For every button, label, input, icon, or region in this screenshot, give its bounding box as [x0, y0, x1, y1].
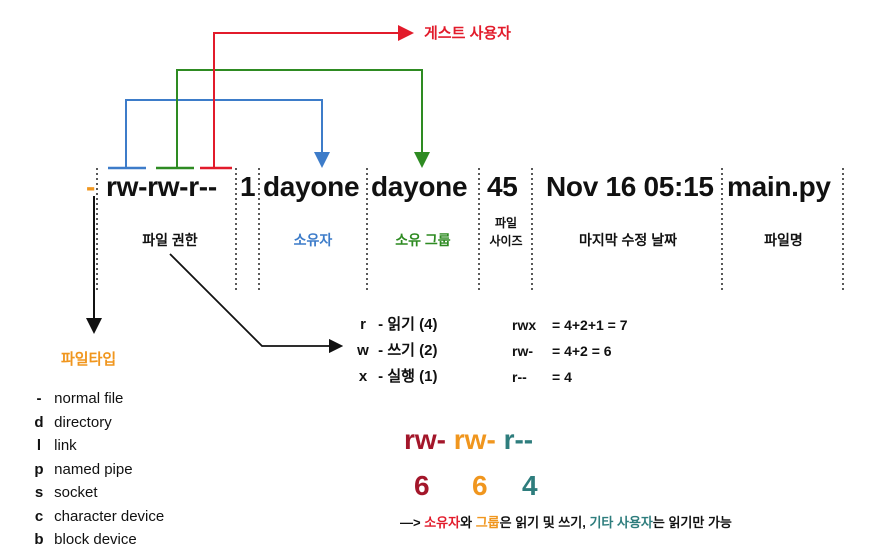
filetype-item: l link — [36, 437, 77, 454]
label-size-line2: 사이즈 — [489, 234, 523, 248]
perm-meaning-item: r - 읽기 (4) — [360, 316, 438, 333]
explain-others: 기타 사용자 — [589, 515, 653, 530]
perm-sum-item: rw-= 4+2 = 6 — [512, 343, 612, 359]
example-part-owner: rw- — [404, 424, 446, 455]
owner-name: dayone — [263, 171, 360, 202]
example-part-others: r-- — [503, 424, 534, 455]
example-digits: 6 6 4 — [414, 470, 538, 502]
label-size: 파일 사이즈 — [482, 214, 530, 250]
perm-sum-list: rwx= 4+2+1 = 7 rw-= 4+2 = 6 r--= 4 — [512, 312, 628, 390]
label-filename: 파일명 — [764, 232, 803, 248]
label-group: 소유 그룹 — [395, 232, 451, 248]
filetype-item: c character device — [34, 507, 165, 525]
file-name: main.py — [727, 171, 831, 202]
modified-date: Nov 16 05:15 — [546, 171, 714, 202]
permission-string: rw-rw-r-- — [106, 171, 217, 202]
label-size-line1: 파일 — [494, 216, 518, 230]
label-modified-date: 마지막 수정 날짜 — [579, 232, 677, 248]
filetype-item: d directory — [34, 413, 112, 431]
example-perm-parts: rw- rw- r-- — [404, 424, 533, 456]
example-explanation: —> 소유자와 그룹은 읽기 및 쓰기, 기타 사용자는 읽기만 가능 — [400, 515, 732, 530]
owner-connector — [125, 99, 330, 168]
explain-owner: 소유자 — [424, 515, 461, 530]
explain-group: 그룹 — [475, 515, 500, 530]
link-count: 1 — [240, 171, 256, 202]
perm-sum-item: rwx= 4+2+1 = 7 — [512, 317, 628, 333]
perm-meaning-list: r - 읽기 (4) w - 쓰기 (2) x - 실행 (1) — [352, 312, 437, 390]
perm-meaning-arrow — [169, 253, 344, 354]
column-separators — [96, 168, 844, 290]
filetype-char: - — [86, 171, 96, 202]
example-digit-group: 6 — [472, 470, 488, 501]
group-connector — [176, 69, 430, 168]
filetype-item: s socket — [34, 484, 98, 501]
filetype-item: - normal file — [36, 390, 124, 407]
example-digit-others: 4 — [522, 470, 538, 501]
filetype-item: p named pipe — [34, 460, 133, 478]
perm-sum-item: r--= 4 — [512, 369, 572, 385]
perm-meaning-item: w - 쓰기 (2) — [357, 342, 438, 359]
filetype-title: 파일타입 — [61, 351, 117, 368]
guest-user-label: 게스트 사용자 — [424, 25, 511, 42]
example-part-group: rw- — [453, 424, 496, 455]
example-digit-owner: 6 — [414, 470, 430, 501]
perm-meaning-item: x - 실행 (1) — [358, 368, 438, 385]
group-name: dayone — [371, 171, 468, 202]
file-size: 45 — [487, 171, 518, 202]
label-owner: 소유자 — [293, 232, 333, 248]
label-permissions: 파일 권한 — [142, 232, 198, 248]
others-connector — [213, 25, 414, 168]
filetype-list: - normal file d directory l link p named… — [28, 387, 164, 552]
filetype-item: b block device — [34, 531, 137, 548]
